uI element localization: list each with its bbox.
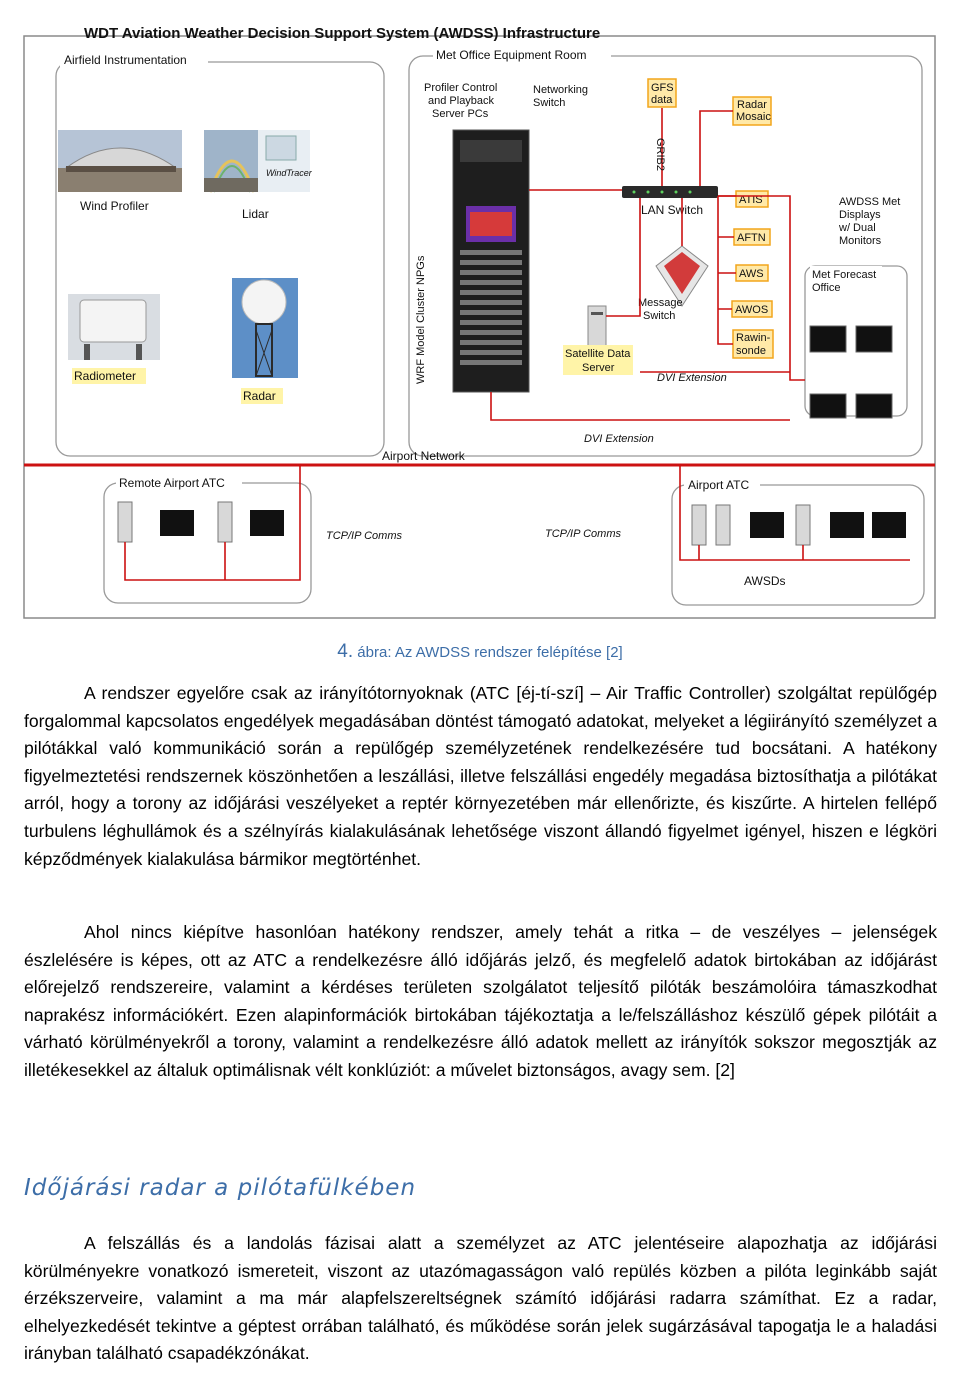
paragraph-2-text: Ahol nincs kiépítve hasonlóan hatékony r…: [24, 922, 937, 1080]
airfield-section-label: Airfield Instrumentation: [64, 53, 187, 67]
met-office-section: [408, 55, 923, 457]
awos-label: AWOS: [735, 304, 768, 316]
message-switch-line2: Switch: [643, 310, 675, 322]
paragraph-1-text: A rendszer egyelőre csak az irányítótorn…: [24, 683, 937, 869]
tcp-label-2: TCP/IP Comms: [545, 528, 621, 540]
met-office-section-label: Met Office Equipment Room: [436, 48, 587, 62]
paragraph-3-text: A felszállás és a landolás fázisai alatt…: [24, 1233, 937, 1364]
awdss-displays-line3: w/ Dual: [838, 222, 876, 234]
paragraph-1: A rendszer egyelőre csak az irányítótorn…: [24, 680, 937, 873]
networking-switch-line2: Switch: [533, 97, 565, 109]
windtracer-text: WindTracer: [266, 168, 313, 178]
met-forecast-line2: Office: [812, 282, 841, 294]
dvi-extension-2: DVI Extension: [584, 433, 654, 445]
lidar-label: Lidar: [242, 207, 269, 221]
section-heading: Időjárási radar a pilótafülkében: [24, 1175, 417, 1201]
atis-box: [735, 190, 769, 208]
figure-caption-text: ábra: Az AWDSS rendszer felépítése [2]: [353, 644, 623, 661]
radar-label: Radar: [243, 389, 276, 403]
profiler-control-line1: Profiler Control: [424, 82, 497, 94]
networking-switch-line1: Networking: [533, 84, 588, 96]
atis-label: ATIS: [739, 194, 763, 206]
tcp-label-1: TCP/IP Comms: [326, 530, 402, 542]
lan-switch: [622, 186, 718, 198]
gfs-data-box: [647, 78, 677, 108]
radar-mosaic-line2: Mosaic: [736, 111, 771, 123]
radiometer-label: Radiometer: [74, 369, 136, 383]
wind-profiler-label: Wind Profiler: [80, 199, 149, 213]
awdss-displays-line4: Monitors: [839, 235, 882, 247]
message-switch: [655, 245, 709, 307]
airport-atc-label: Airport ATC: [688, 478, 749, 492]
airport-atc-wire: [679, 465, 910, 561]
message-switch-line1: Message: [638, 297, 683, 309]
satellite-wire: [606, 198, 641, 317]
windtracer-photo: WindTracer: [258, 130, 313, 192]
remote-atc-wire: [124, 465, 301, 581]
grib2-label: GRIB2: [654, 138, 666, 171]
radar-mosaic-wire: [699, 110, 733, 186]
dvi-extension-1: DVI Extension: [657, 372, 727, 384]
display-wire: [718, 195, 805, 381]
radar-mosaic-line1: Radar: [737, 99, 767, 111]
aftn-label: AFTN: [737, 232, 766, 244]
profiler-control-line3: Server PCs: [432, 108, 489, 120]
met-monitors: [809, 325, 893, 419]
satellite-server: [587, 305, 607, 347]
awdss-infrastructure-diagram: WDT Aviation Weather Decision Support Sy…: [23, 25, 936, 619]
airport-network-label: Airport Network: [382, 449, 466, 463]
dvi-wire-2: [490, 392, 790, 421]
rawinsonde-line2: sonde: [736, 345, 766, 357]
rawinsonde-line1: Rawin-: [736, 332, 771, 344]
gfs-data-line1: GFS: [651, 82, 674, 94]
paragraph-3: A felszállás és a landolás fázisai alatt…: [24, 1230, 937, 1368]
satellite-server-line2: Server: [582, 362, 615, 374]
radar-mosaic-box: [732, 96, 772, 126]
wrf-cluster-label: WRF Model Cluster NPGs: [415, 255, 427, 384]
airport-atc-section: [671, 484, 925, 606]
profiler-control-line2: and Playback: [428, 95, 495, 107]
awdss-displays-line2: Displays: [839, 209, 881, 221]
remote-atc-label: Remote Airport ATC: [119, 476, 225, 490]
aws-label: AWS: [739, 268, 764, 280]
lan-switch-label: LAN Switch: [641, 203, 703, 217]
gfs-data-line2: data: [651, 94, 673, 106]
airport-atc-workstations: [691, 504, 906, 546]
server-rack: [452, 129, 530, 393]
airfield-section: [55, 61, 385, 457]
paragraph-2: Ahol nincs kiépítve hasonlóan hatékony r…: [24, 919, 937, 1085]
awsds-label: AWSDs: [744, 574, 786, 588]
met-forecast-line1: Met Forecast: [812, 269, 876, 281]
satellite-server-line1: Satellite Data: [565, 348, 631, 360]
radiometer-photo: [68, 294, 160, 360]
figure-caption: 4. ábra: Az AWDSS rendszer felépítése [2…: [0, 641, 960, 663]
figure-number: 4.: [337, 641, 354, 662]
radar-photo: [232, 278, 298, 378]
awdss-displays-line1: AWDSS Met: [839, 196, 900, 208]
diagram-title: WDT Aviation Weather Decision Support Sy…: [84, 25, 600, 42]
lidar-photo: [204, 130, 258, 193]
wind-profiler-photo: [58, 130, 182, 192]
